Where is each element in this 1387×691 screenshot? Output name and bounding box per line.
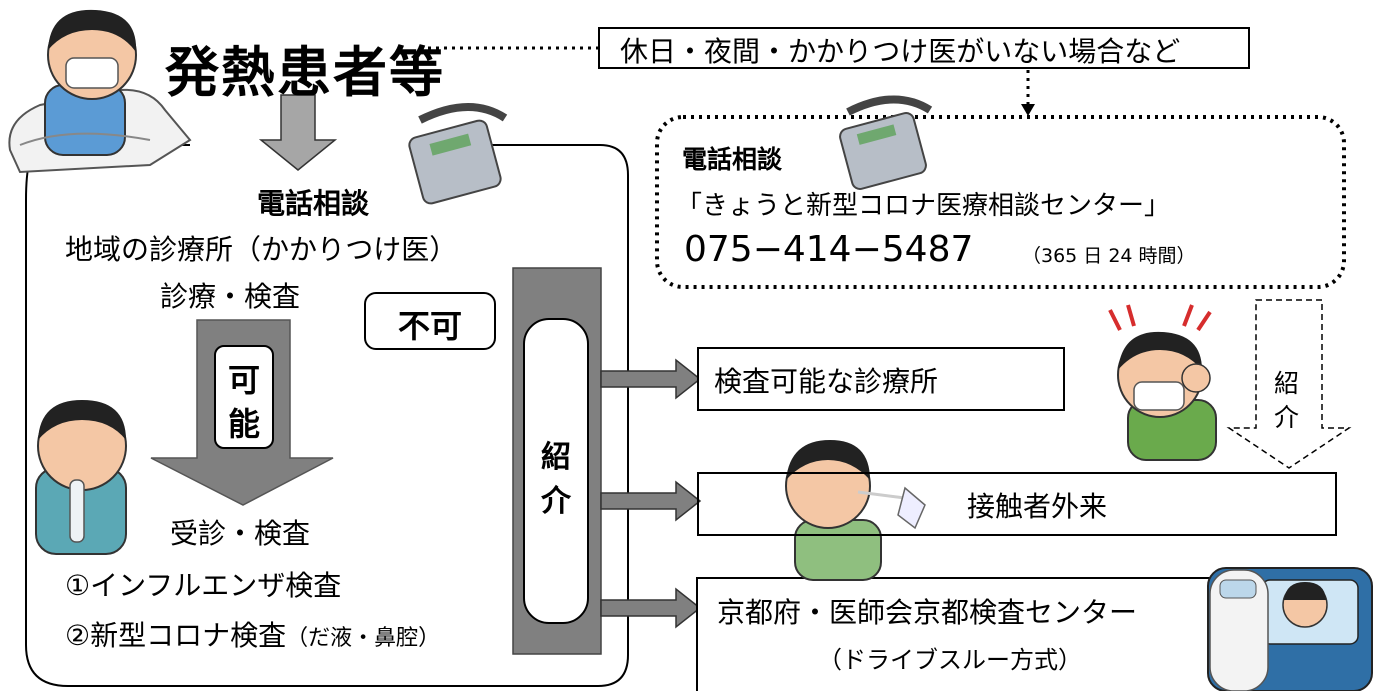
- phone-consult-label: 電話相談: [257, 187, 370, 220]
- not-possible-text: 不可: [397, 307, 462, 345]
- referral-char-2: 介: [541, 484, 571, 519]
- down-arrow-icon: [258, 94, 338, 171]
- referral-inner-box: 紹 介: [523, 318, 589, 624]
- possible-char-1: 可: [227, 361, 260, 399]
- headache-person-icon: [1108, 304, 1217, 461]
- exam-label: 診療・検査: [160, 280, 301, 313]
- referral-char-1: 紹: [541, 440, 571, 475]
- not-possible-box: 不可: [364, 292, 496, 350]
- consult-box-frame: [655, 115, 1346, 289]
- saliva-test-person-icon: [35, 400, 127, 555]
- drive-through-test-icon: [1207, 567, 1373, 691]
- testable-clinic-label: 検査可能な診療所: [714, 365, 939, 398]
- visit-exam-label: 受診・検査: [170, 517, 311, 550]
- covid-test-sub: （だ液・鼻腔）: [286, 626, 441, 651]
- consult-phone-number: 075−414−5487: [684, 229, 974, 270]
- covid-test-main: ②新型コロナ検査: [65, 619, 287, 652]
- consult-center-name: 「きょうと新型コロナ医療相談センター」: [676, 191, 1171, 221]
- contact-outpatient-label: 接触者外来: [967, 490, 1108, 523]
- kyoto-center-label: 京都府・医師会京都検査センター: [717, 596, 1138, 629]
- consult-hours: （365 日 24 時間）: [1022, 245, 1196, 267]
- covid-test-label: ②新型コロナ検査（だ液・鼻腔）: [65, 614, 440, 654]
- right-referral-char-2: 介: [1274, 403, 1300, 432]
- possible-char-2: 能: [227, 405, 260, 443]
- page-title: 発熱患者等: [165, 41, 445, 104]
- contact-outpatient-box: 接触者外来: [697, 472, 1337, 536]
- telephone-icon: [408, 103, 508, 205]
- possible-box: 可 能: [214, 345, 274, 449]
- consult-heading: 電話相談: [682, 145, 783, 174]
- local-clinic-label: 地域の診療所（かかりつけ医）: [65, 233, 458, 266]
- sick-patient-in-bed-icon: [8, 9, 192, 174]
- telephone-icon-consult: [839, 95, 933, 190]
- testable-clinic-box: 検査可能な診療所: [697, 347, 1065, 411]
- dotted-arrowhead-icon: [1021, 104, 1035, 116]
- influenza-test-label: ①インフルエンザ検査: [65, 569, 342, 602]
- condition-note-box: 休日・夜間・かかりつけ医がいない場合など: [598, 27, 1250, 69]
- arrow-to-clinic-icon: [600, 358, 702, 400]
- arrow-to-center-icon: [600, 587, 702, 629]
- right-referral-char-1: 紹: [1274, 369, 1300, 398]
- arrow-to-outpatient-icon: [600, 480, 702, 522]
- condition-note-text: 休日・夜間・かかりつけ医がいない場合など: [620, 35, 1181, 68]
- dashed-referral-arrow-icon: [1226, 299, 1352, 469]
- kyoto-center-sub-label: （ドライブスルー方式）: [818, 646, 1082, 674]
